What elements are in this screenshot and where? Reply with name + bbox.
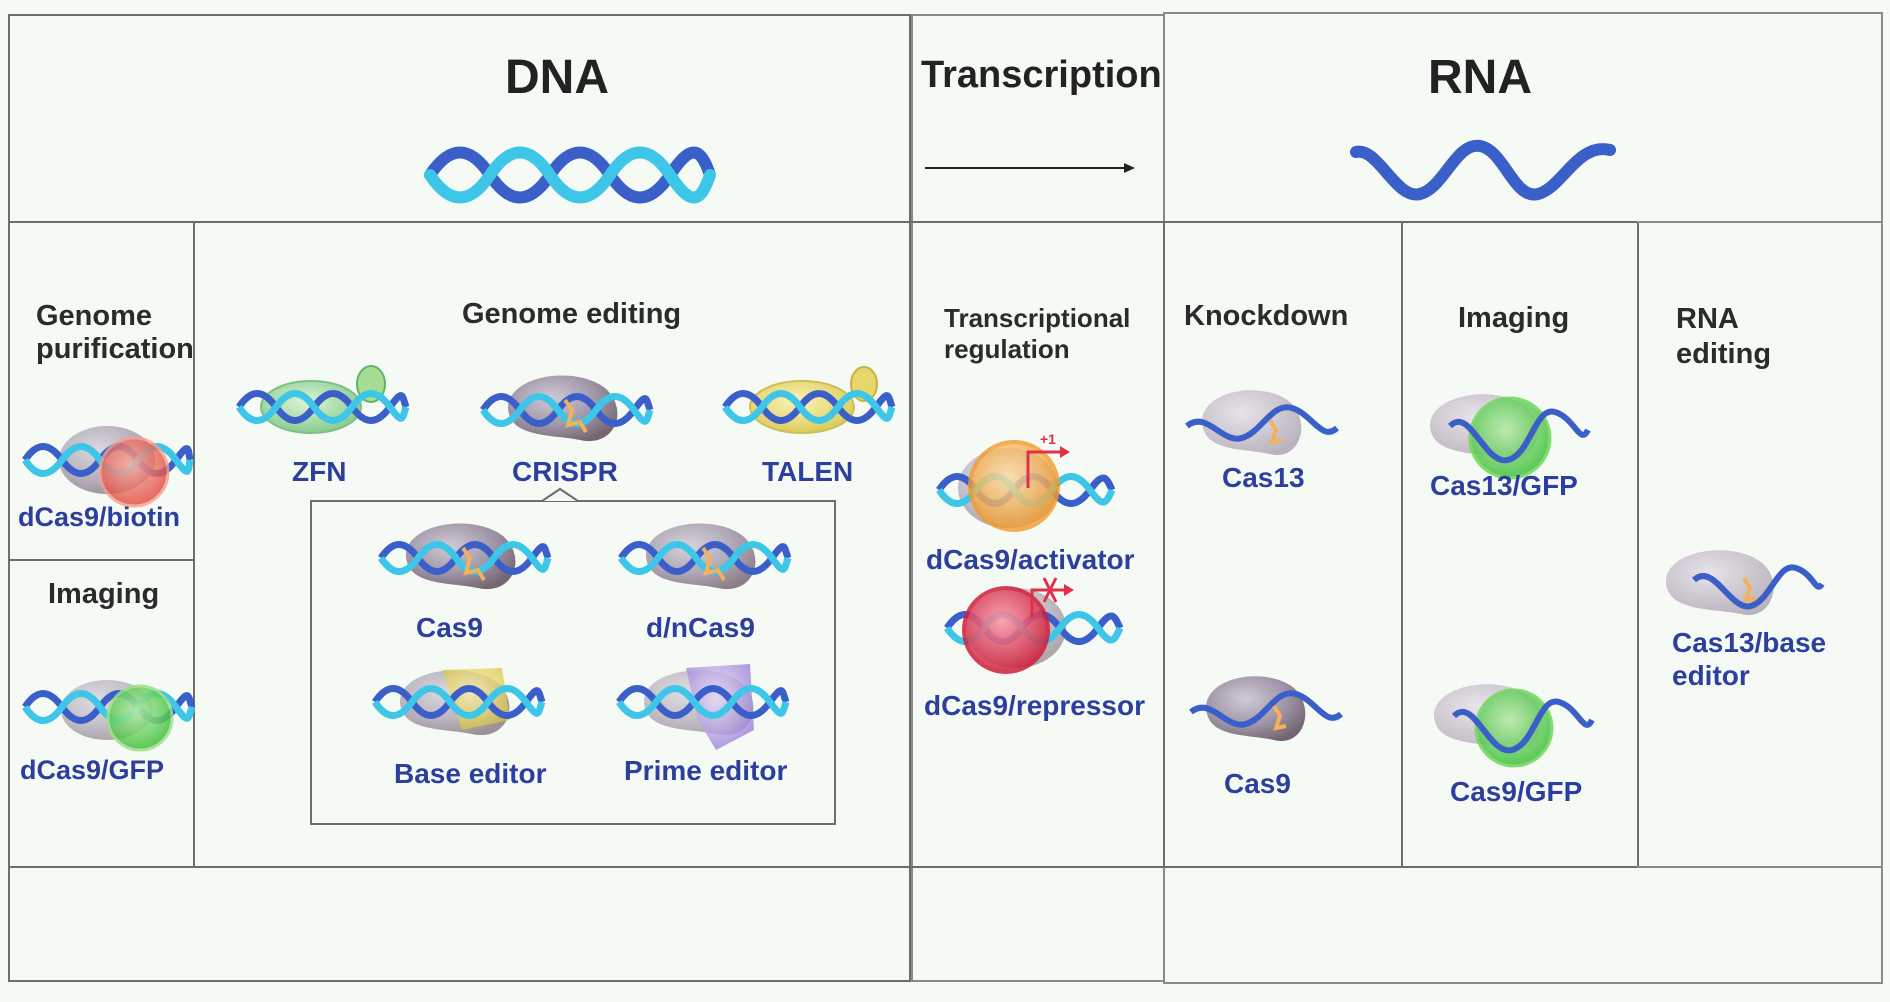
- transcription-header: Transcription: [921, 54, 1162, 96]
- crispr-icon: [480, 375, 654, 442]
- genome-editing-box: [193, 221, 911, 868]
- zfn-icon: [236, 365, 410, 434]
- talen-icon: [722, 366, 896, 434]
- knockdown-cas13-label: Cas13: [1222, 462, 1305, 493]
- knockdown-cas9-label: Cas9: [1224, 768, 1291, 799]
- cas13-gfp-label: Cas13/GFP: [1430, 470, 1578, 501]
- base-editor-icon: [372, 668, 546, 736]
- knockdown-cas9-icon: [1189, 676, 1344, 742]
- prime-editor-label: Prime editor: [624, 755, 788, 786]
- prime-editor-icon: [616, 664, 790, 750]
- crispr-label: CRISPR: [512, 456, 618, 487]
- callout-notch: [541, 487, 579, 502]
- dcas9-repressor-icon: [944, 577, 1124, 674]
- dcas9-activator-icon: +1: [936, 431, 1116, 532]
- dncas9-icon: [618, 523, 792, 590]
- dcas9-biotin-icon: [22, 426, 194, 508]
- dna-helix-icon: [424, 146, 716, 204]
- knockdown-cas13-icon: [1185, 390, 1340, 456]
- dcas9-gfp-icon: [22, 680, 196, 752]
- dcas9-activator-label: dCas9/activator: [926, 544, 1135, 575]
- cas13-gfp-icon: [1430, 394, 1591, 480]
- dncas9-variant-label: d/nCas9: [646, 612, 755, 643]
- header-divider: [8, 221, 1883, 223]
- rna-imaging-title: Imaging: [1458, 302, 1570, 334]
- dcas9-gfp-label: dCas9/GFP: [20, 755, 165, 785]
- dcas9-biotin-label: dCas9/biotin: [18, 502, 181, 532]
- dcas9-repressor-label: dCas9/repressor: [924, 690, 1146, 721]
- transcription-arrow-icon: [925, 163, 1135, 173]
- cas9-variant-label: Cas9: [416, 612, 483, 643]
- rna-editing-title: RNA editing: [1676, 303, 1772, 370]
- genome-editing-title: Genome editing: [462, 298, 682, 330]
- cas13-base-editor-label: Cas13/base editor: [1672, 627, 1827, 691]
- talen-label: TALEN: [762, 456, 854, 487]
- cas9-gfp-icon: [1434, 684, 1595, 768]
- knockdown-title: Knockdown: [1184, 300, 1349, 332]
- cas13-base-editor-icon: [1666, 550, 1825, 616]
- zfn-label: ZFN: [292, 456, 347, 487]
- base-editor-label: Base editor: [394, 758, 547, 789]
- dna-imaging-title: Imaging: [48, 578, 160, 610]
- dna-header: DNA: [505, 51, 609, 104]
- cas9-icon: [378, 523, 552, 590]
- rna-header: RNA: [1428, 51, 1532, 104]
- genome-purification-title: Genome purification: [36, 300, 194, 365]
- footer-divider: [8, 866, 1883, 868]
- rna-editing-box: [1637, 221, 1883, 868]
- activator-mark: +1: [1040, 431, 1056, 447]
- transcriptional-regulation-title: Transcriptional regulation: [944, 303, 1131, 364]
- rna-imaging-box: [1401, 221, 1639, 868]
- rna-wave-icon: [1350, 139, 1616, 201]
- cas9-gfp-label: Cas9/GFP: [1450, 776, 1583, 807]
